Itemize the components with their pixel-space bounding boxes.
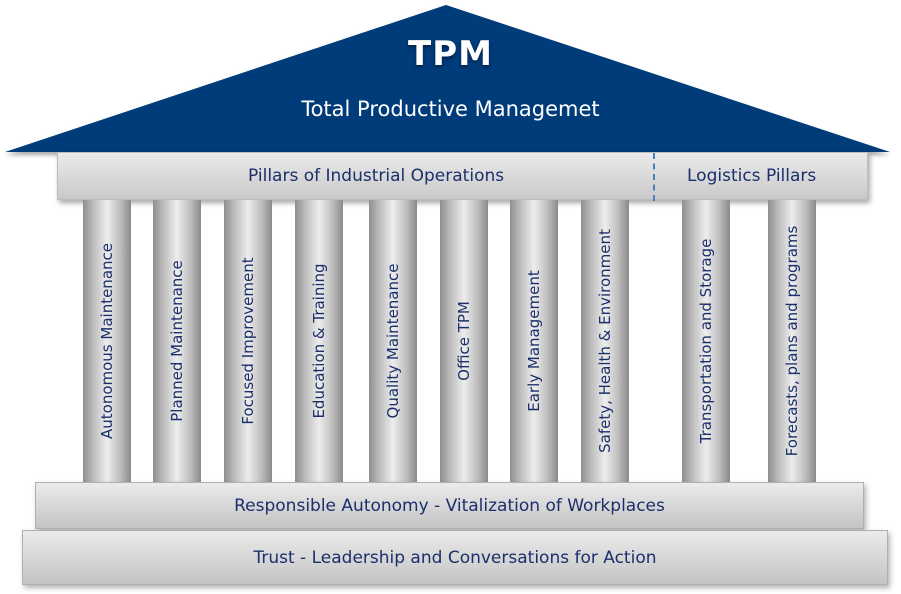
- roof: TPM Total Productive Managemet: [0, 0, 901, 160]
- pillar-label: Office TPM: [455, 301, 473, 381]
- pillar-label: Focused Improvement: [239, 257, 257, 425]
- pillar-autonomous-maintenance: Autonomous Maintenance: [83, 200, 131, 482]
- roof-title: TPM: [408, 34, 493, 74]
- pillar-planned-maintenance: Planned Maintenance: [153, 200, 201, 482]
- pillar-forecasts-plans-programs: Forecasts, plans and programs: [768, 200, 816, 482]
- pillar-quality-maintenance: Quality Maintenance: [369, 200, 417, 482]
- pillar-label: Quality Maintenance: [384, 263, 402, 419]
- foundation-lower-step: Trust - Leadership and Conversations for…: [22, 530, 888, 585]
- pillar-label: Education & Training: [310, 263, 328, 419]
- pillar-early-management: Early Management: [510, 200, 558, 482]
- pillar-education-training: Education & Training: [295, 200, 343, 482]
- pillar-label: Planned Maintenance: [168, 260, 186, 422]
- roof-subtitle: Total Productive Managemet: [301, 97, 600, 121]
- industrial-pillars-label: Pillars of Industrial Operations: [248, 166, 505, 186]
- roof-triangle: [5, 5, 890, 152]
- pillar-transportation-storage: Transportation and Storage: [682, 200, 730, 482]
- pillar-office-tpm: Office TPM: [440, 200, 488, 482]
- pillar-label: Autonomous Maintenance: [98, 243, 116, 439]
- pillar-label: Safety, Health & Environment: [596, 229, 614, 453]
- logistics-pillars-label: Logistics Pillars: [687, 166, 817, 186]
- pillar-focused-improvement: Focused Improvement: [224, 200, 272, 482]
- entablature-beam: Pillars of Industrial Operations Logisti…: [57, 152, 868, 201]
- pillar-label: Early Management: [525, 270, 543, 412]
- pillar-label: Forecasts, plans and programs: [783, 225, 801, 457]
- pillar-safety-health-environment: Safety, Health & Environment: [581, 200, 629, 482]
- foundation-upper-step: Responsible Autonomy - Vitalization of W…: [35, 482, 864, 529]
- pillar-label: Transportation and Storage: [697, 238, 715, 444]
- beam-divider: [653, 153, 655, 201]
